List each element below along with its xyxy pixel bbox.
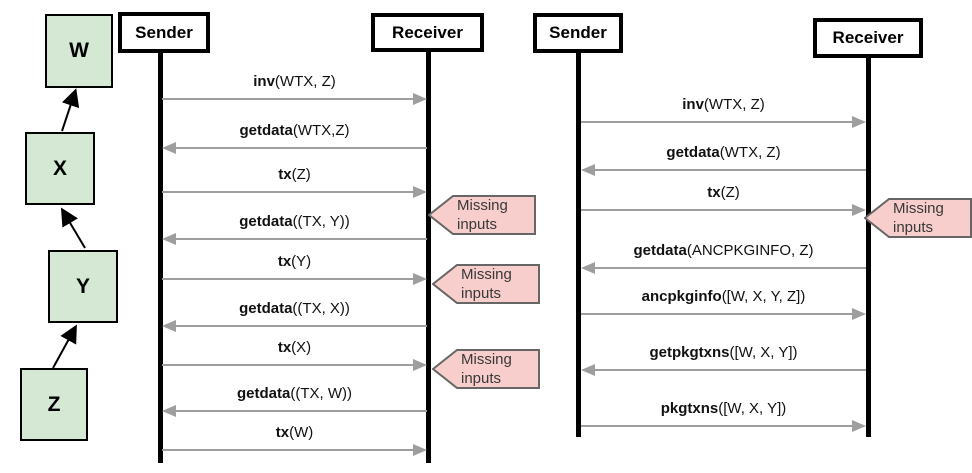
message-label: tx(X) xyxy=(277,339,312,356)
message-ancpkginfo: ancpkginfo([W, X, Y, Z]) xyxy=(581,288,866,320)
message-inv-wtx-z: inv(WTX, Z) xyxy=(162,73,427,105)
message-arrow-left xyxy=(162,320,427,332)
right-receiver-label: Receiver xyxy=(832,28,904,47)
message-arrow-right xyxy=(581,420,866,432)
message-label: getdata(ANCPKGINFO, Z) xyxy=(633,242,814,259)
message-inv-wtx-z-2: inv(WTX, Z) xyxy=(581,96,866,128)
message-label: getpkgtxns([W, X, Y]) xyxy=(649,344,798,361)
message-getdata-wtxz: getdata(WTX,Z) xyxy=(162,122,427,154)
right-sender-header: Sender xyxy=(533,13,623,53)
tx-node-z: Z xyxy=(20,368,88,441)
message-label: ancpkginfo([W, X, Y, Z]) xyxy=(641,288,806,305)
message-arrow-left xyxy=(581,164,866,176)
tx-node-x: X xyxy=(25,132,95,205)
message-arrow-left xyxy=(581,262,866,274)
callout-text: Missing inputs xyxy=(461,351,512,387)
missing-inputs-callout-1: Missing inputs xyxy=(428,195,536,235)
left-sender-header: Sender xyxy=(118,12,210,53)
message-getdata-wtx-z-2: getdata(WTX, Z) xyxy=(581,144,866,176)
message-arrow-right xyxy=(581,308,866,320)
message-arrow-right xyxy=(162,186,427,198)
right-receiver-header: Receiver xyxy=(813,18,923,58)
message-arrow-right xyxy=(581,116,866,128)
callout-text: Missing inputs xyxy=(461,266,512,302)
message-label: getdata((TX, Y)) xyxy=(239,213,350,230)
tx-node-y: Y xyxy=(48,250,118,323)
message-tx-y: tx(Y) xyxy=(162,253,427,285)
arrow-y-to-x xyxy=(60,207,86,249)
message-arrow-right xyxy=(162,359,427,371)
message-label: inv(WTX, Z) xyxy=(682,96,765,113)
callout-shape xyxy=(428,195,536,235)
arrow-z-to-y xyxy=(52,324,77,369)
message-arrow-left xyxy=(162,233,427,245)
message-arrow-left xyxy=(581,364,866,376)
callout-text: Missing inputs xyxy=(893,200,944,236)
message-label: getdata(WTX,Z) xyxy=(239,122,350,139)
message-label: inv(WTX, Z) xyxy=(253,73,336,90)
message-label: tx(Y) xyxy=(277,253,312,270)
message-tx-z-2: tx(Z) xyxy=(581,184,866,216)
right-sender-label: Sender xyxy=(549,23,607,42)
missing-inputs-callout-3: Missing inputs xyxy=(432,349,540,389)
message-getpkgtxns: getpkgtxns([W, X, Y]) xyxy=(581,344,866,376)
tx-node-w: W xyxy=(45,14,113,88)
right-sender-lifeline xyxy=(576,53,581,437)
tx-node-w-label: W xyxy=(69,39,89,62)
message-getdata-tx-x: getdata((TX, X)) xyxy=(162,300,427,332)
message-getdata-tx-y: getdata((TX, Y)) xyxy=(162,213,427,245)
message-label: getdata((TX, W)) xyxy=(237,385,352,402)
message-getdata-tx-w: getdata((TX, W)) xyxy=(162,385,427,417)
message-tx-x: tx(X) xyxy=(162,339,427,371)
message-arrow-left xyxy=(162,405,427,417)
callout-text: Missing inputs xyxy=(457,197,508,233)
message-tx-z: tx(Z) xyxy=(162,166,427,198)
tx-node-z-label: Z xyxy=(47,392,61,416)
left-receiver-header: Receiver xyxy=(371,13,484,52)
message-arrow-right xyxy=(162,273,427,285)
callout-shape xyxy=(432,264,540,304)
arrow-x-to-w xyxy=(61,88,80,132)
missing-inputs-callout-2: Missing inputs xyxy=(432,264,540,304)
left-receiver-lifeline xyxy=(426,52,431,463)
message-getdata-ancpkginfo: getdata(ANCPKGINFO, Z) xyxy=(581,242,866,274)
message-label: pkgtxns([W, X, Y]) xyxy=(660,400,787,417)
left-receiver-label: Receiver xyxy=(392,22,463,42)
missing-inputs-callout-4: Missing inputs xyxy=(864,198,972,238)
message-label: tx(Z) xyxy=(707,184,740,201)
message-pkgtxns: pkgtxns([W, X, Y]) xyxy=(581,400,866,432)
left-sender-lifeline xyxy=(158,53,163,463)
message-label: tx(Z) xyxy=(278,166,311,183)
message-arrow-right xyxy=(581,204,866,216)
message-label: getdata((TX, X)) xyxy=(239,300,350,317)
right-receiver-lifeline xyxy=(866,58,871,437)
tx-node-x-label: X xyxy=(52,156,67,180)
callout-shape xyxy=(432,349,540,389)
callout-shape xyxy=(864,198,972,238)
message-tx-w: tx(W) xyxy=(162,424,427,456)
left-sender-label: Sender xyxy=(135,22,193,42)
message-arrow-left xyxy=(162,142,427,154)
message-arrow-right xyxy=(162,444,427,456)
tx-node-y-label: Y xyxy=(75,274,90,298)
message-arrow-right xyxy=(162,93,427,105)
message-label: tx(W) xyxy=(275,424,314,441)
message-label: getdata(WTX, Z) xyxy=(666,144,781,161)
